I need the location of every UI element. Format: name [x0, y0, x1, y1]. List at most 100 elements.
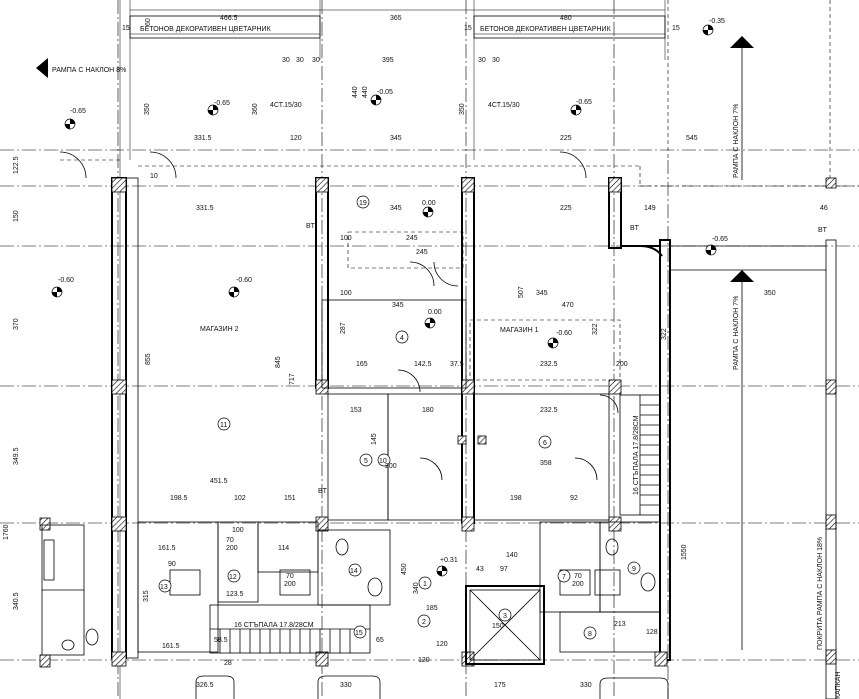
room-number: 14 — [350, 568, 358, 575]
room-number: 8 — [588, 631, 592, 638]
dim-text: 70 — [286, 573, 294, 580]
car-outline — [195, 675, 235, 699]
dim-text: 855 — [145, 353, 152, 365]
dim-text: 331.5 — [194, 135, 212, 142]
dim-text: 180 — [422, 407, 434, 414]
column — [111, 651, 127, 667]
dim-text: 30 — [312, 57, 320, 64]
elevation-marker — [228, 286, 240, 298]
dim-text: 440 — [352, 86, 359, 98]
dim-text: 10 — [150, 173, 158, 180]
room-number: 11 — [220, 422, 227, 429]
column — [111, 516, 127, 532]
dim-text: 150 — [492, 623, 504, 630]
dim-text: 440 — [362, 86, 369, 98]
door-arc — [599, 394, 619, 414]
stair-bottom — [209, 604, 371, 654]
dim-text: 213 — [614, 621, 626, 628]
room-6-outline — [473, 393, 610, 521]
room-7-outline — [539, 521, 601, 613]
dim-text: 175 — [494, 682, 506, 689]
column — [477, 435, 487, 445]
dim-text: 395 — [382, 57, 394, 64]
room-number: 7 — [562, 574, 566, 581]
dim-text: 470 — [562, 302, 574, 309]
planter-right-label: БЕТОНОВ ДЕКОРАТИВЕН ЦВЕТАРНИК — [480, 26, 612, 33]
elevation-text: -0.65 — [576, 99, 592, 106]
column-tag: 4СТ.15/30 — [270, 102, 302, 109]
dim-text: 120 — [290, 135, 302, 142]
room-number: 10 — [379, 458, 387, 465]
dim-text: 200 — [284, 581, 296, 588]
ramp-arrow-left — [36, 58, 48, 78]
dim-text: 480 — [560, 15, 572, 22]
right-edge-label: КАПКАН — [835, 671, 842, 699]
elevation-text: 0.00 — [422, 200, 436, 207]
dim-text: 322 — [661, 328, 668, 340]
toilet — [367, 577, 383, 597]
dim-text: 198.5 — [170, 495, 188, 502]
column — [608, 379, 622, 395]
dim-text: 100 — [232, 527, 244, 534]
stair-right — [619, 394, 661, 516]
dim-text: 15 — [122, 25, 130, 32]
dim-text: 450 — [401, 563, 408, 575]
sink — [43, 539, 55, 581]
dim-text: 331.5 — [196, 205, 214, 212]
elevation-marker — [422, 206, 434, 218]
elevation-text: 0.00 — [428, 309, 442, 316]
dim-text: 185 — [426, 605, 438, 612]
wall-mid-right — [461, 177, 475, 524]
room-number: 15 — [355, 630, 363, 637]
dim-text: 340 — [413, 582, 420, 594]
room-8-outline — [559, 611, 661, 653]
door-arc — [397, 369, 421, 393]
bt-tag: BT — [630, 225, 640, 232]
column — [39, 517, 51, 531]
ramp-label-7b: РАМПА С НАКЛОН 7% — [733, 296, 740, 370]
elevation-text: -0.60 — [556, 330, 572, 337]
dim-text: 30 — [478, 57, 486, 64]
elevation-text: +0.31 — [440, 557, 458, 564]
wall-east — [659, 239, 671, 661]
cabinet — [169, 569, 201, 596]
dim-text: 315 — [143, 590, 150, 602]
dim-text: 151 — [284, 495, 296, 502]
elevation-marker — [51, 286, 63, 298]
ramp-label-7a: РАМПА С НАКЛОН 7% — [733, 104, 740, 178]
dim-text: 349.5 — [13, 447, 20, 465]
ramp-label-8: РАМПА С НАКЛОН 8% — [52, 67, 126, 74]
dim-text: 140 — [506, 552, 518, 559]
dim-text: 165 — [356, 361, 368, 368]
dim-text: 92 — [570, 495, 578, 502]
room-name-shop1: МАГАЗИН 1 — [500, 327, 539, 334]
dim-text: 717 — [289, 373, 296, 385]
elevation-marker — [370, 94, 382, 106]
dim-text: 70 — [574, 573, 582, 580]
dim-text: 100 — [340, 235, 352, 242]
door-arc — [149, 151, 177, 179]
dim-text: 58.5 — [214, 637, 228, 644]
room-number: 5 — [364, 458, 368, 465]
room-number: 9 — [632, 566, 636, 573]
elevation-marker — [64, 118, 76, 130]
dim-text: 507 — [518, 286, 525, 298]
elevation-marker — [207, 104, 219, 116]
elevation-text: -0.60 — [58, 277, 74, 284]
ramp-wall — [825, 239, 837, 699]
room-number: 3 — [503, 613, 507, 620]
column — [825, 649, 837, 665]
dim-text: 37.5 — [450, 361, 464, 368]
column — [315, 177, 329, 193]
wall-curve — [639, 245, 663, 257]
stair-label-bottom: 16 СТЪПАЛА 17.8/28СМ — [234, 622, 314, 629]
dim-text: 345 — [392, 302, 404, 309]
dim-text: 30 — [296, 57, 304, 64]
door-arc — [574, 457, 598, 481]
wall-west-inner — [125, 177, 139, 659]
door-arc — [419, 457, 443, 481]
dim-text: 198 — [510, 495, 522, 502]
column — [608, 516, 622, 532]
dim-text: 161.5 — [158, 545, 176, 552]
room-4-outline — [321, 299, 467, 389]
